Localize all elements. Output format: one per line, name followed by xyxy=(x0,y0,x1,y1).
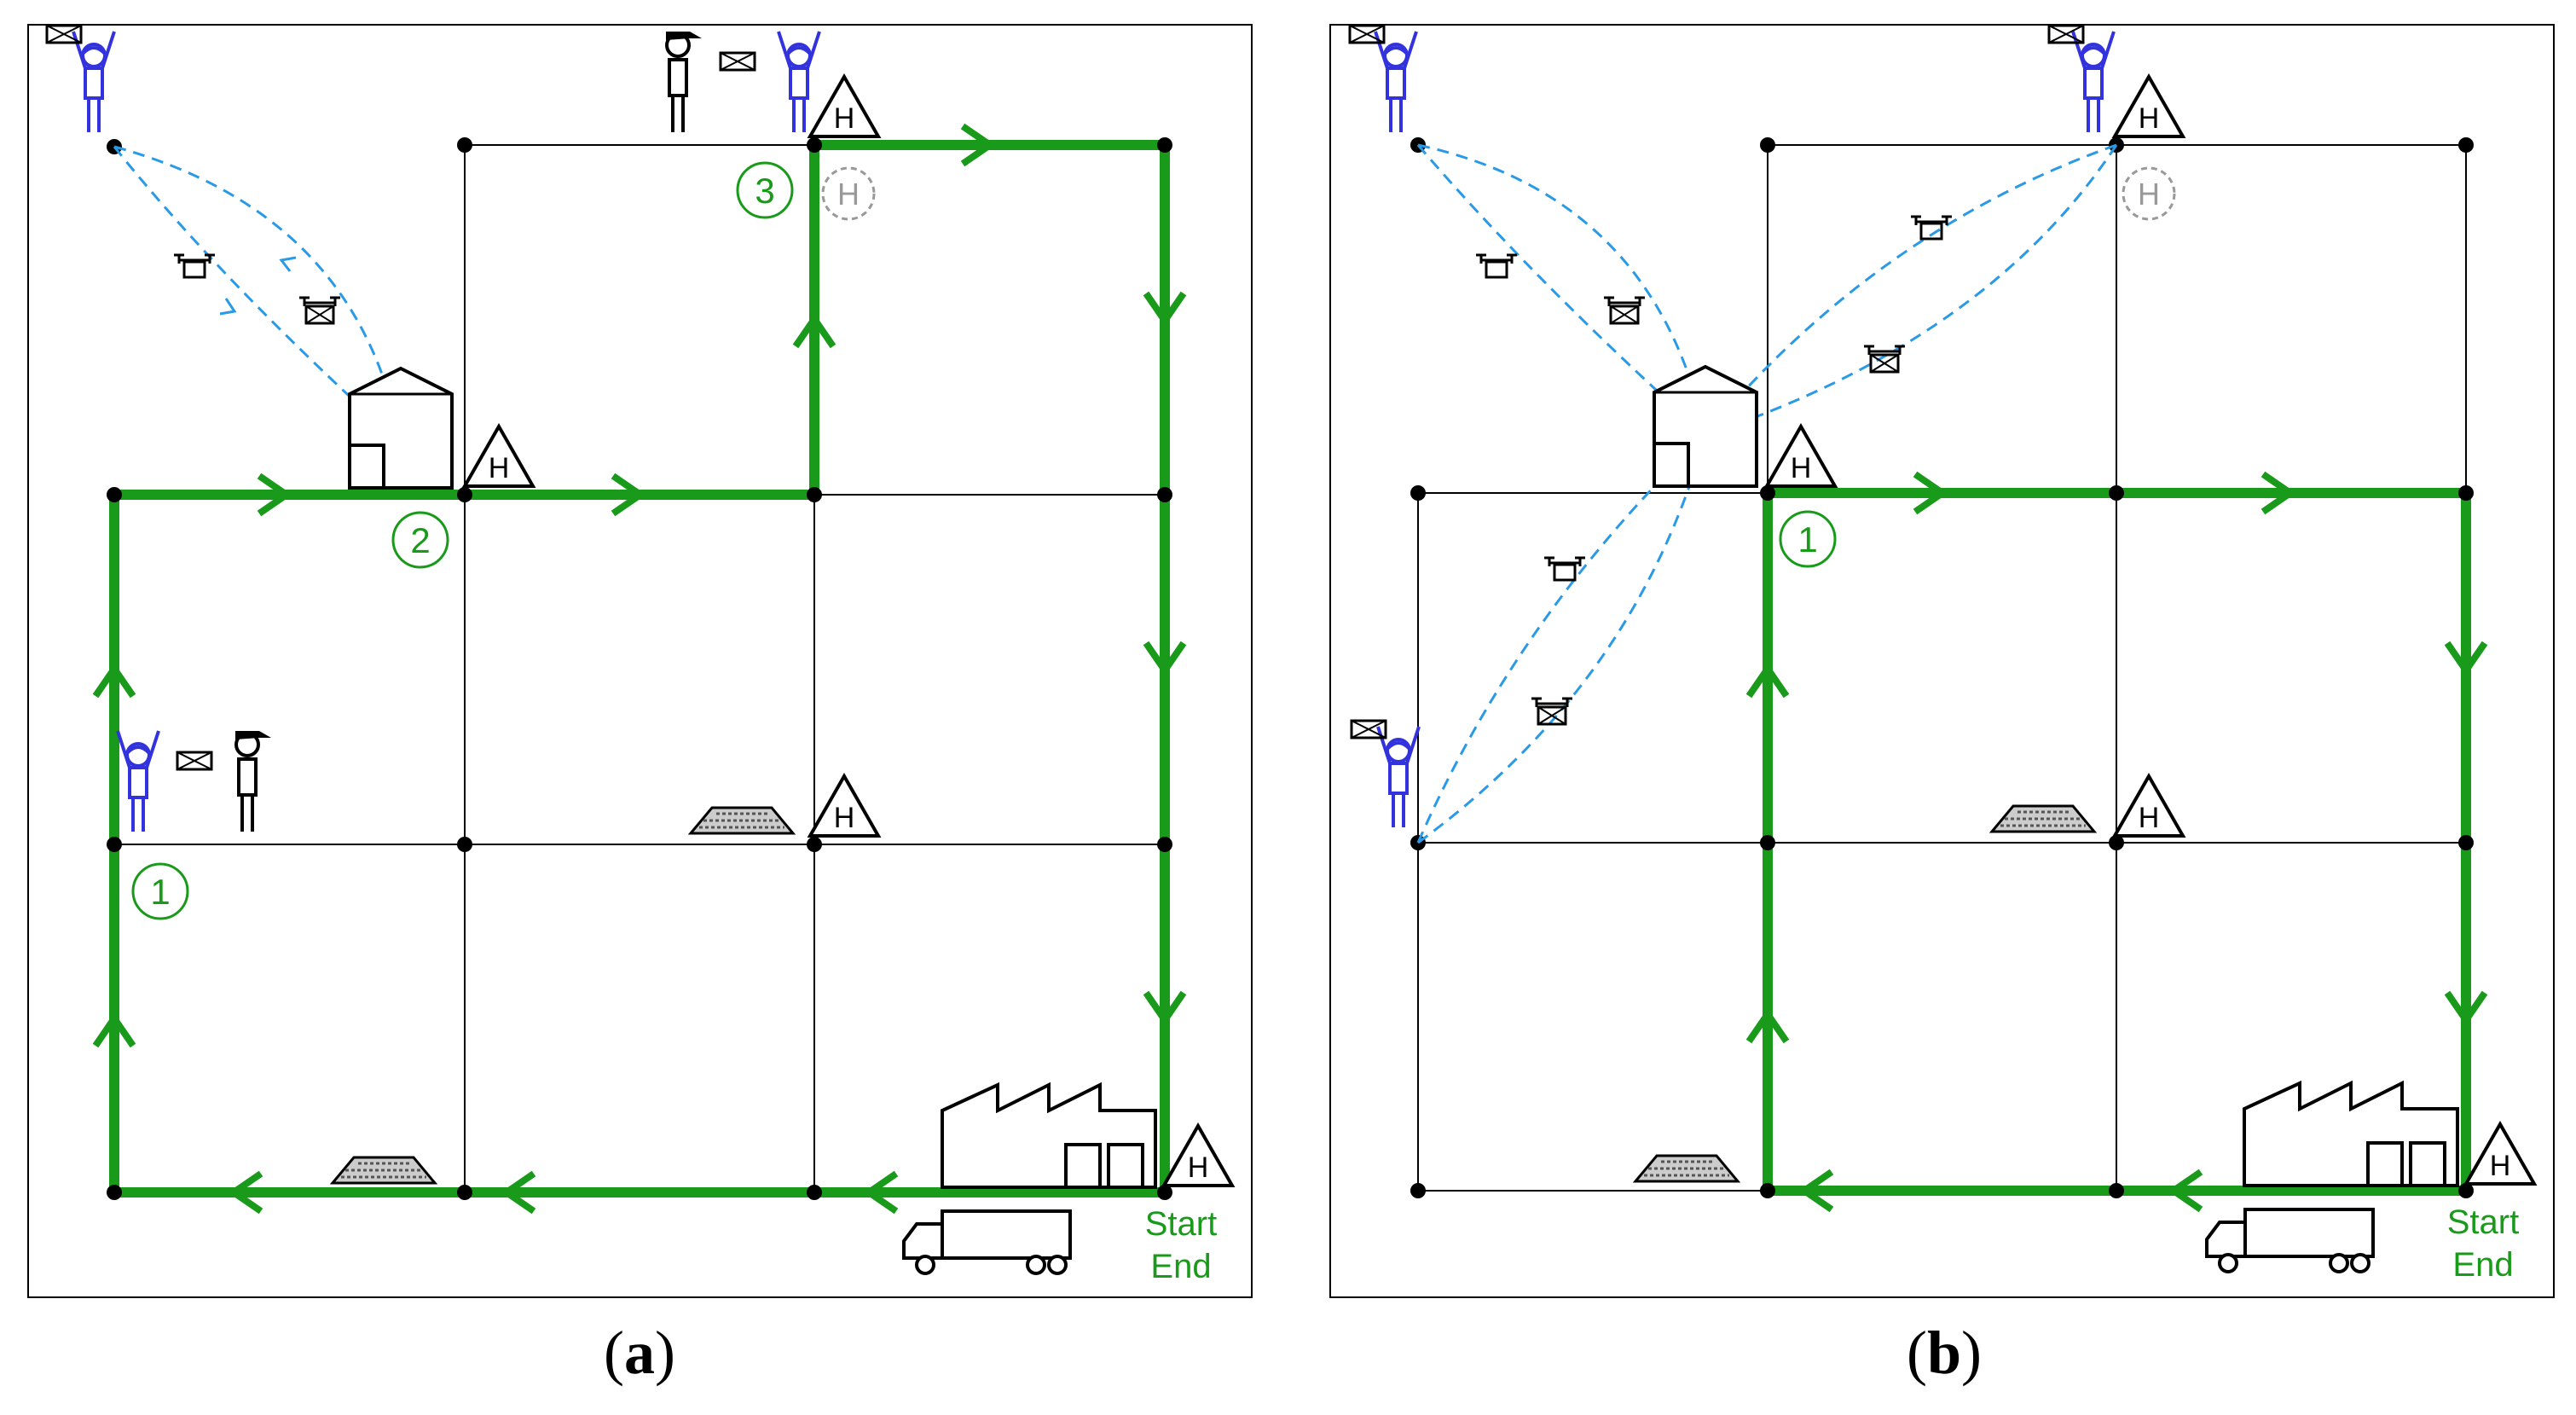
panel-a-content: 1 2 3 Start End xyxy=(27,24,1253,1298)
drone-path-b xyxy=(1416,143,2118,844)
grid-nodes-b xyxy=(1410,137,2474,1198)
waypoint-1-b: 1 xyxy=(1779,510,1837,568)
svg-text:1: 1 xyxy=(150,872,170,912)
warehouse-icon xyxy=(1653,365,1758,488)
end-label-b: End xyxy=(2452,1246,2513,1284)
waypoint-1-a: 1 xyxy=(131,862,189,920)
end-label-a: End xyxy=(1150,1248,1211,1285)
svg-text:3: 3 xyxy=(755,171,774,211)
drone-path-arrows-a xyxy=(219,256,297,316)
caption-a: (a) xyxy=(604,1319,675,1387)
warehouse-icon xyxy=(348,367,454,490)
caption-b: (b) xyxy=(1906,1319,1982,1387)
waypoint-3-a: 3 xyxy=(736,161,794,219)
waypoint-2-a: 2 xyxy=(391,511,449,569)
svg-text:2: 2 xyxy=(410,520,430,560)
start-label-b: Start xyxy=(2447,1203,2519,1241)
start-label-a: Start xyxy=(1145,1205,1217,1243)
svg-text:1: 1 xyxy=(1797,519,1817,560)
panel-b-content: 1 Start End xyxy=(1329,24,2555,1298)
grid-nodes-a xyxy=(107,137,1172,1200)
